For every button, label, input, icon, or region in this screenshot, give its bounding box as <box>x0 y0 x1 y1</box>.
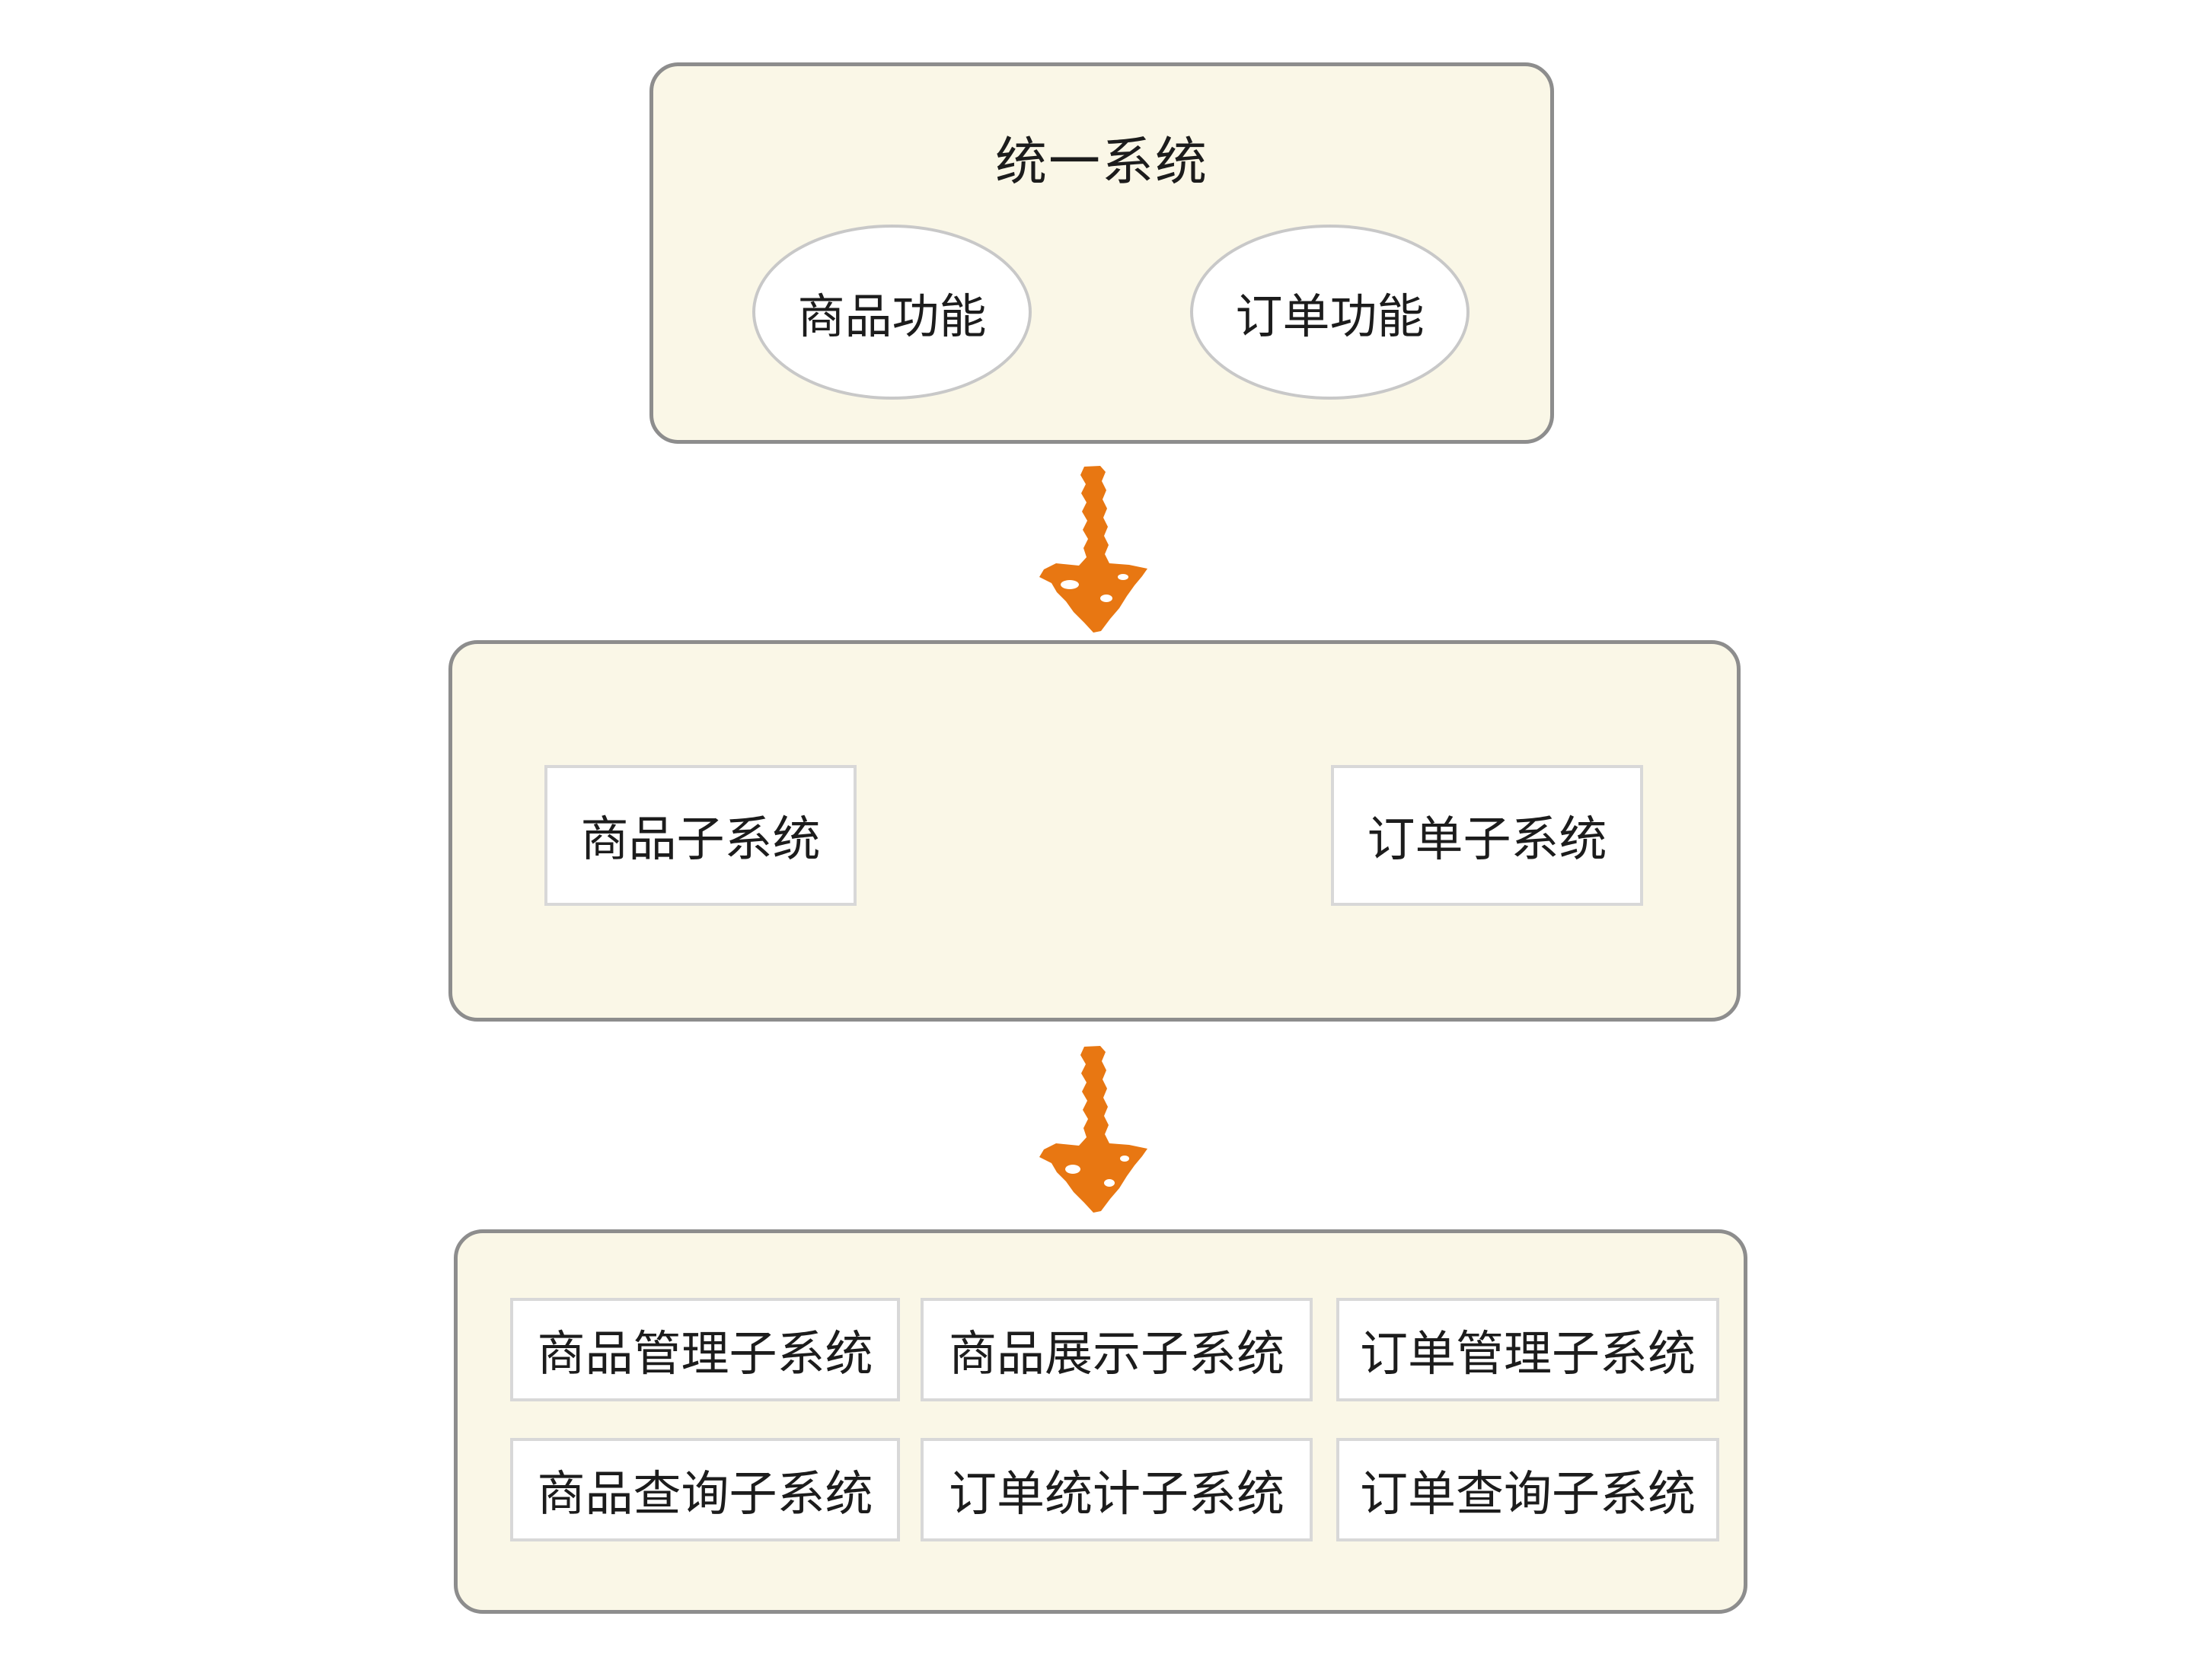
down-arrow-icon <box>1039 1046 1147 1213</box>
order-management-subsystem-node: 订单管理子系统 <box>1336 1298 1719 1401</box>
product-function-label: 商品功能 <box>797 291 987 343</box>
order-function-label: 订单功能 <box>1235 291 1425 343</box>
down-arrow-icon <box>1039 466 1147 633</box>
product-display-subsystem-node: 商品展示子系统 <box>921 1298 1313 1401</box>
order-subsystem-node: 订单子系统 <box>1331 765 1643 906</box>
arrow-texture <box>1120 1156 1129 1162</box>
order-statistics-subsystem-label: 订单统计子系统 <box>949 1467 1284 1521</box>
arrow-texture <box>1065 1165 1080 1174</box>
arrow-texture <box>1061 580 1079 589</box>
order-management-subsystem-label: 订单管理子系统 <box>1360 1327 1696 1381</box>
down-arrow-shape <box>1039 1046 1147 1213</box>
unified-system-title: 统一系统 <box>994 133 1208 191</box>
product-management-subsystem-label: 商品管理子系统 <box>537 1327 873 1381</box>
product-query-subsystem-label: 商品查询子系统 <box>537 1467 873 1521</box>
arrow-texture <box>1118 574 1128 580</box>
down-arrow-shape <box>1039 466 1147 633</box>
order-query-subsystem-label: 订单查询子系统 <box>1360 1467 1696 1521</box>
arrow-texture <box>1104 1179 1115 1187</box>
fine-grained-subsystems-box: 商品管理子系统 商品展示子系统 订单管理子系统 商品查询子系统 订单统计子系统 … <box>454 1229 1747 1614</box>
product-display-subsystem-label: 商品展示子系统 <box>949 1327 1284 1381</box>
order-statistics-subsystem-node: 订单统计子系统 <box>921 1438 1313 1541</box>
arrow-texture <box>1100 595 1112 602</box>
product-query-subsystem-node: 商品查询子系统 <box>510 1438 900 1541</box>
order-function-ellipse: 订单功能 <box>1190 225 1470 400</box>
product-subsystem-node: 商品子系统 <box>544 765 857 906</box>
unified-system-box: 统一系统 商品功能 订单功能 <box>649 62 1554 444</box>
product-function-ellipse: 商品功能 <box>752 225 1032 400</box>
order-query-subsystem-node: 订单查询子系统 <box>1336 1438 1719 1541</box>
product-management-subsystem-node: 商品管理子系统 <box>510 1298 900 1401</box>
subsystems-box: 商品子系统 订单子系统 <box>448 640 1741 1022</box>
order-subsystem-label: 订单子系统 <box>1367 813 1607 866</box>
product-subsystem-label: 商品子系统 <box>580 813 821 866</box>
